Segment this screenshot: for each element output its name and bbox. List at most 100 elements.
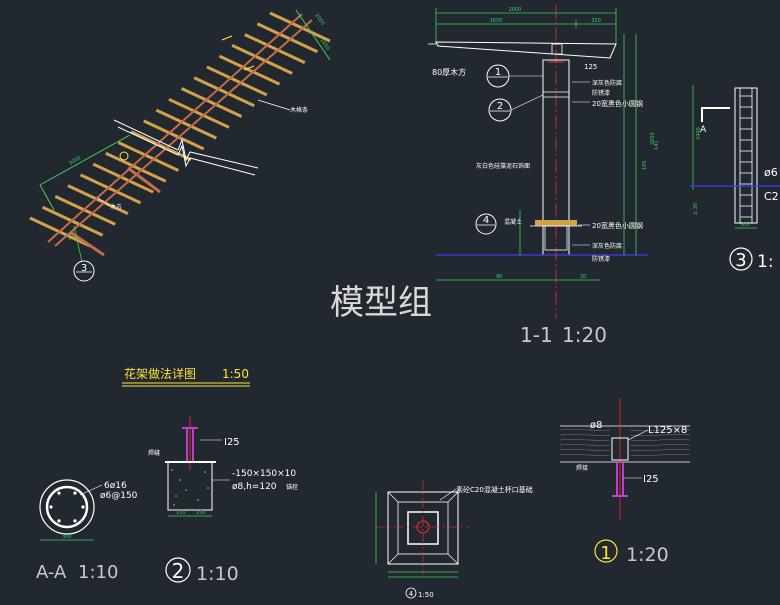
label-125-top: 125 xyxy=(584,63,597,71)
timber-slat xyxy=(168,97,230,129)
wood-grain-line xyxy=(559,449,691,451)
timber-slat xyxy=(269,11,331,43)
d2-plate: -150×150×10 xyxy=(232,469,296,479)
d2-dim-a: 150 xyxy=(176,510,186,516)
timber-slat xyxy=(206,65,268,97)
timber-slat xyxy=(143,119,205,151)
plan-dim-3000: 3000 xyxy=(68,155,82,167)
d1-weld: 焊接 xyxy=(576,464,588,472)
concrete-dot xyxy=(175,495,177,497)
label-20-gang-2: 20宽黑色小圆钢 xyxy=(592,221,643,230)
concrete-dot xyxy=(171,469,173,471)
d2-bolt: 锚栓 xyxy=(286,483,298,491)
timber-slats xyxy=(29,11,331,248)
d2-dim-b: 150 xyxy=(196,510,206,516)
timber-slat xyxy=(218,54,281,86)
d1-i25: I25 xyxy=(643,474,659,485)
aa-rebar-main: 6ø16 xyxy=(104,481,127,491)
section-1-1-label: 1-1 xyxy=(520,323,553,347)
dim-141: 141 xyxy=(654,140,660,150)
concrete-dot xyxy=(179,479,181,481)
dim-2650: 2650 xyxy=(650,132,656,145)
label-shenhui-1: 深灰色防腐 xyxy=(592,79,622,87)
timber-slat xyxy=(244,33,306,64)
wood-grain-line xyxy=(559,439,691,441)
concrete-dot xyxy=(173,504,175,506)
title-scale: 1:50 xyxy=(222,367,249,381)
label-20-gang-1: 20宽黑色小圆钢 xyxy=(592,99,643,108)
aa-scale: 1:10 xyxy=(78,562,118,583)
plan-dimension: 3000 xyxy=(39,134,131,211)
d1-scale: 1:20 xyxy=(626,544,669,566)
rafter-plan: 3000 2000 1650 木格条 木方 3 xyxy=(29,9,331,282)
rebar-dot xyxy=(81,505,85,509)
plan-dimension-top: 2000 1650 xyxy=(295,9,331,61)
drawing-title: 花架做法详图 1:50 xyxy=(122,366,250,387)
d4-label: 素砼C20混凝土杯口基础 xyxy=(456,485,533,494)
label-mu-fang: 木方 xyxy=(110,203,122,211)
title-label: 花架做法详图 xyxy=(124,366,196,381)
wood-grain-line xyxy=(559,454,691,456)
timber-slat xyxy=(79,173,142,205)
wood-grain-line xyxy=(559,429,691,431)
concrete-dot xyxy=(207,487,209,489)
concrete-dot xyxy=(185,489,187,491)
concrete-dot xyxy=(197,499,199,501)
concrete-hatch xyxy=(171,469,209,506)
d1-marker: 1 xyxy=(600,543,611,564)
plan-dim-2000: 2000 xyxy=(313,13,325,27)
section-3-dim-2400: 2400 xyxy=(696,127,702,140)
dim-20: 20 xyxy=(580,274,586,280)
dim-90: 90 xyxy=(496,274,502,280)
label-fangxiu-1: 防锈漆 xyxy=(592,89,610,97)
dim-2000: 2000 xyxy=(509,7,522,13)
timber-slat xyxy=(180,87,243,118)
timber-slat xyxy=(54,195,116,226)
timber-slat xyxy=(231,44,293,75)
detail-1: ø8 L125×8 焊接 I25 1 1:20 xyxy=(559,398,691,566)
break-line xyxy=(113,119,259,176)
dim-350: 350 xyxy=(591,18,601,24)
wood-grain-line xyxy=(559,444,691,446)
marker-1-2: 2 xyxy=(497,101,503,112)
aa-dim-300: 300 xyxy=(62,534,72,540)
d2-weld: 焊缝 xyxy=(148,449,160,457)
aa-rebar-stirrup: ø6@150 xyxy=(100,491,138,501)
rebar-dot xyxy=(49,505,53,509)
marker-1-4: 4 xyxy=(483,215,489,226)
wood-grain-line xyxy=(559,434,691,436)
main-beam xyxy=(47,13,313,257)
rebar-dots xyxy=(49,491,85,523)
concrete-dot xyxy=(204,471,206,473)
timber-slat xyxy=(155,108,217,140)
dim-1650: 1650 xyxy=(490,18,503,24)
detail-a-a: 300 6ø16 ø6@150 A-A 1:10 xyxy=(36,479,138,583)
d4-marker: 4 xyxy=(409,590,414,598)
d2-anchor: ø8,h=120 xyxy=(232,482,277,492)
rebar-dot xyxy=(57,519,61,523)
timber-slat xyxy=(256,22,319,54)
timber-slat xyxy=(130,130,192,162)
plan-marker-3: 3 xyxy=(81,263,87,274)
watermark: 模型组 xyxy=(330,283,432,323)
timber-slat xyxy=(193,76,255,108)
d2-marker: 2 xyxy=(172,559,185,583)
d1-ø8: ø8 xyxy=(590,420,602,431)
section-3-dim-300: 300 xyxy=(740,222,750,228)
section-3: A 2400 ±.30 300 ø6 C2 3 1: xyxy=(690,85,780,272)
dim-105: 105 xyxy=(642,160,648,170)
label-hunningtu: 混凝土 xyxy=(504,218,522,226)
label-shenhui-2: 深灰色防腐 xyxy=(592,242,622,250)
d1-angle: L125×8 xyxy=(648,425,687,436)
rebar-dot xyxy=(57,491,61,495)
section-3-ladder xyxy=(740,95,752,218)
label-guizaoni: 灰白色硅藻泥石饰面 xyxy=(476,162,530,170)
timber-slat xyxy=(67,184,129,215)
timber-slat xyxy=(92,162,154,194)
section-3-scale: 1: xyxy=(757,252,774,272)
label-fangxiu-2: 防锈漆 xyxy=(592,255,610,263)
section-1-1: 2000 1650 350 2650 141 105 90 20 80厚木方 1… xyxy=(428,5,660,347)
d2-i25: I25 xyxy=(224,437,240,448)
section-3-a: A xyxy=(700,125,707,135)
d2-scale: 1:10 xyxy=(196,563,239,585)
